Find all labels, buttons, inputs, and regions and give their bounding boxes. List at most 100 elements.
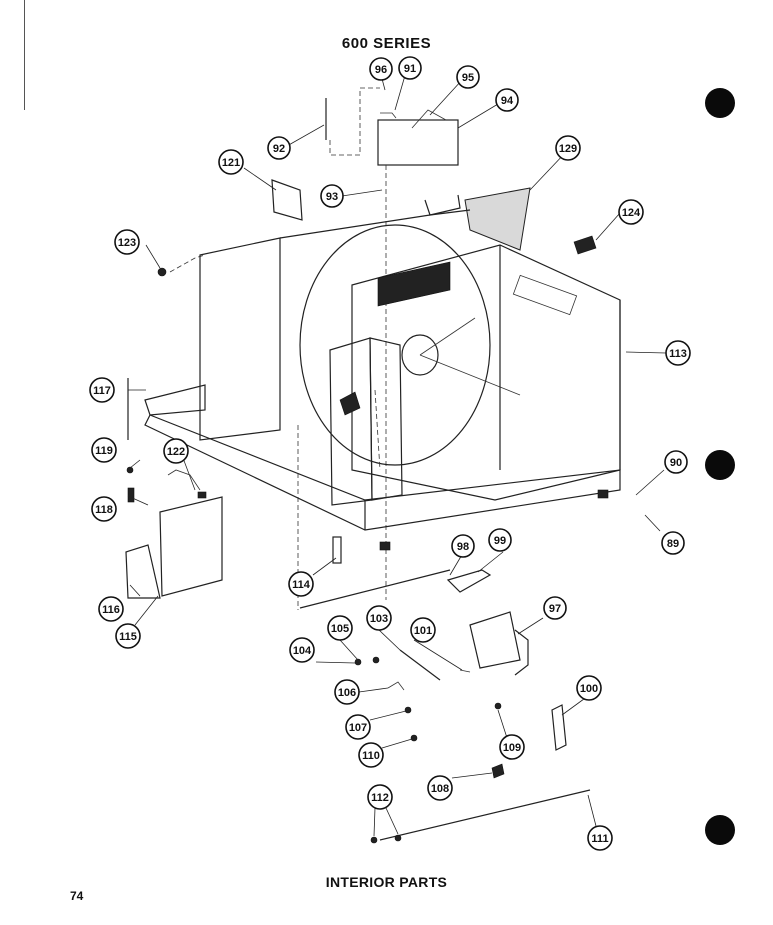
baffle-part	[464, 187, 531, 251]
callout-89	[661, 531, 685, 555]
callout-label: 119	[95, 445, 113, 457]
callout-95	[456, 65, 480, 89]
pin-part	[127, 487, 135, 503]
callout-97	[543, 596, 567, 620]
linkage-arm-part	[399, 649, 441, 681]
plate-flange	[514, 629, 529, 676]
callout-label: 98	[457, 541, 469, 553]
screw-part	[459, 669, 471, 673]
callout-105	[327, 615, 353, 641]
callout-label: 101	[414, 625, 432, 637]
blower-hub-part	[401, 334, 439, 376]
housing-notch	[424, 194, 461, 216]
page-number: 74	[70, 889, 84, 903]
bracket-part	[332, 536, 342, 564]
callout-label: 121	[222, 157, 240, 169]
callout-104	[289, 637, 315, 663]
binder-hole-icon	[705, 450, 735, 480]
callout-109	[499, 734, 525, 760]
callout-label: 115	[119, 631, 137, 643]
callout-106	[334, 679, 360, 705]
long-rod-part	[299, 569, 451, 609]
callout-98	[451, 534, 475, 558]
callout-116	[98, 596, 124, 622]
callout-label: 123	[118, 237, 136, 249]
base-tray-left	[144, 384, 206, 416]
bottom-rod-part	[379, 789, 591, 841]
bracket-part	[573, 235, 597, 255]
diagram-caption: INTERIOR PARTS	[325, 874, 448, 890]
control-panel-column	[329, 337, 373, 506]
callout-107	[345, 714, 371, 740]
callout-label: 113	[669, 348, 687, 360]
nut-part	[372, 656, 380, 664]
callout-label: 100	[580, 683, 598, 695]
callout-123	[114, 229, 140, 255]
callout-label: 122	[167, 446, 185, 458]
leader-lines	[127, 71, 667, 837]
clip-part	[387, 681, 405, 691]
callout-markers: 96 91 95 92 94 121 129 93 124 123 113 11…	[89, 56, 691, 851]
callout-93	[320, 184, 344, 208]
callout-label: 97	[549, 603, 561, 615]
callout-99	[488, 528, 512, 552]
slot-cutout	[512, 274, 578, 316]
callout-114	[288, 571, 314, 597]
callout-label: 109	[503, 742, 521, 754]
callout-label: 106	[338, 687, 356, 699]
callout-label: 107	[349, 722, 367, 734]
callout-label: 118	[95, 504, 113, 516]
spring-part	[380, 112, 397, 119]
callout-100	[576, 675, 602, 701]
callout-113	[665, 340, 691, 366]
screw-part	[494, 702, 502, 710]
callout-121	[218, 149, 244, 175]
nut-part	[410, 734, 418, 742]
housing-top-edge	[279, 209, 471, 239]
callout-label: 112	[371, 792, 389, 804]
callout-label: 129	[559, 143, 577, 155]
nut-part	[370, 836, 378, 844]
callout-108	[427, 775, 453, 801]
blower-shaft	[419, 354, 521, 396]
callout-101	[410, 617, 436, 643]
callout-label: 104	[293, 645, 312, 657]
foot-part	[379, 541, 391, 551]
callout-124	[618, 199, 644, 225]
nut-part	[157, 267, 167, 277]
grille-vent	[377, 261, 451, 307]
callout-label: 114	[292, 579, 311, 591]
blower-wheel-part	[299, 224, 491, 466]
blower-shaft	[419, 317, 476, 356]
callout-115	[115, 623, 141, 649]
nut-part	[394, 834, 402, 842]
callout-label: 110	[362, 750, 380, 762]
callout-label: 117	[93, 385, 111, 397]
callout-label: 89	[667, 538, 679, 550]
callout-122	[163, 438, 189, 464]
callout-label: 99	[494, 535, 506, 547]
callout-94	[495, 88, 519, 112]
binder-hole-icon	[705, 88, 735, 118]
screw-part	[354, 658, 362, 666]
washer-part	[126, 466, 134, 474]
side-panel-part	[271, 179, 303, 221]
callout-label: 94	[501, 95, 514, 107]
callout-90	[664, 450, 688, 474]
side-cover-part	[125, 544, 161, 599]
callout-118	[91, 496, 117, 522]
callout-label: 105	[331, 623, 349, 635]
callout-label: 124	[622, 207, 641, 219]
clip-part	[491, 763, 505, 779]
cover-plate-part	[377, 119, 459, 166]
callout-112	[367, 784, 393, 810]
callout-119	[91, 437, 117, 463]
callout-110	[358, 742, 384, 768]
callout-label: 91	[404, 63, 416, 75]
control-panel-side	[369, 337, 403, 501]
callout-96	[369, 57, 393, 81]
callout-129	[555, 135, 581, 161]
callout-label: 90	[670, 457, 682, 469]
